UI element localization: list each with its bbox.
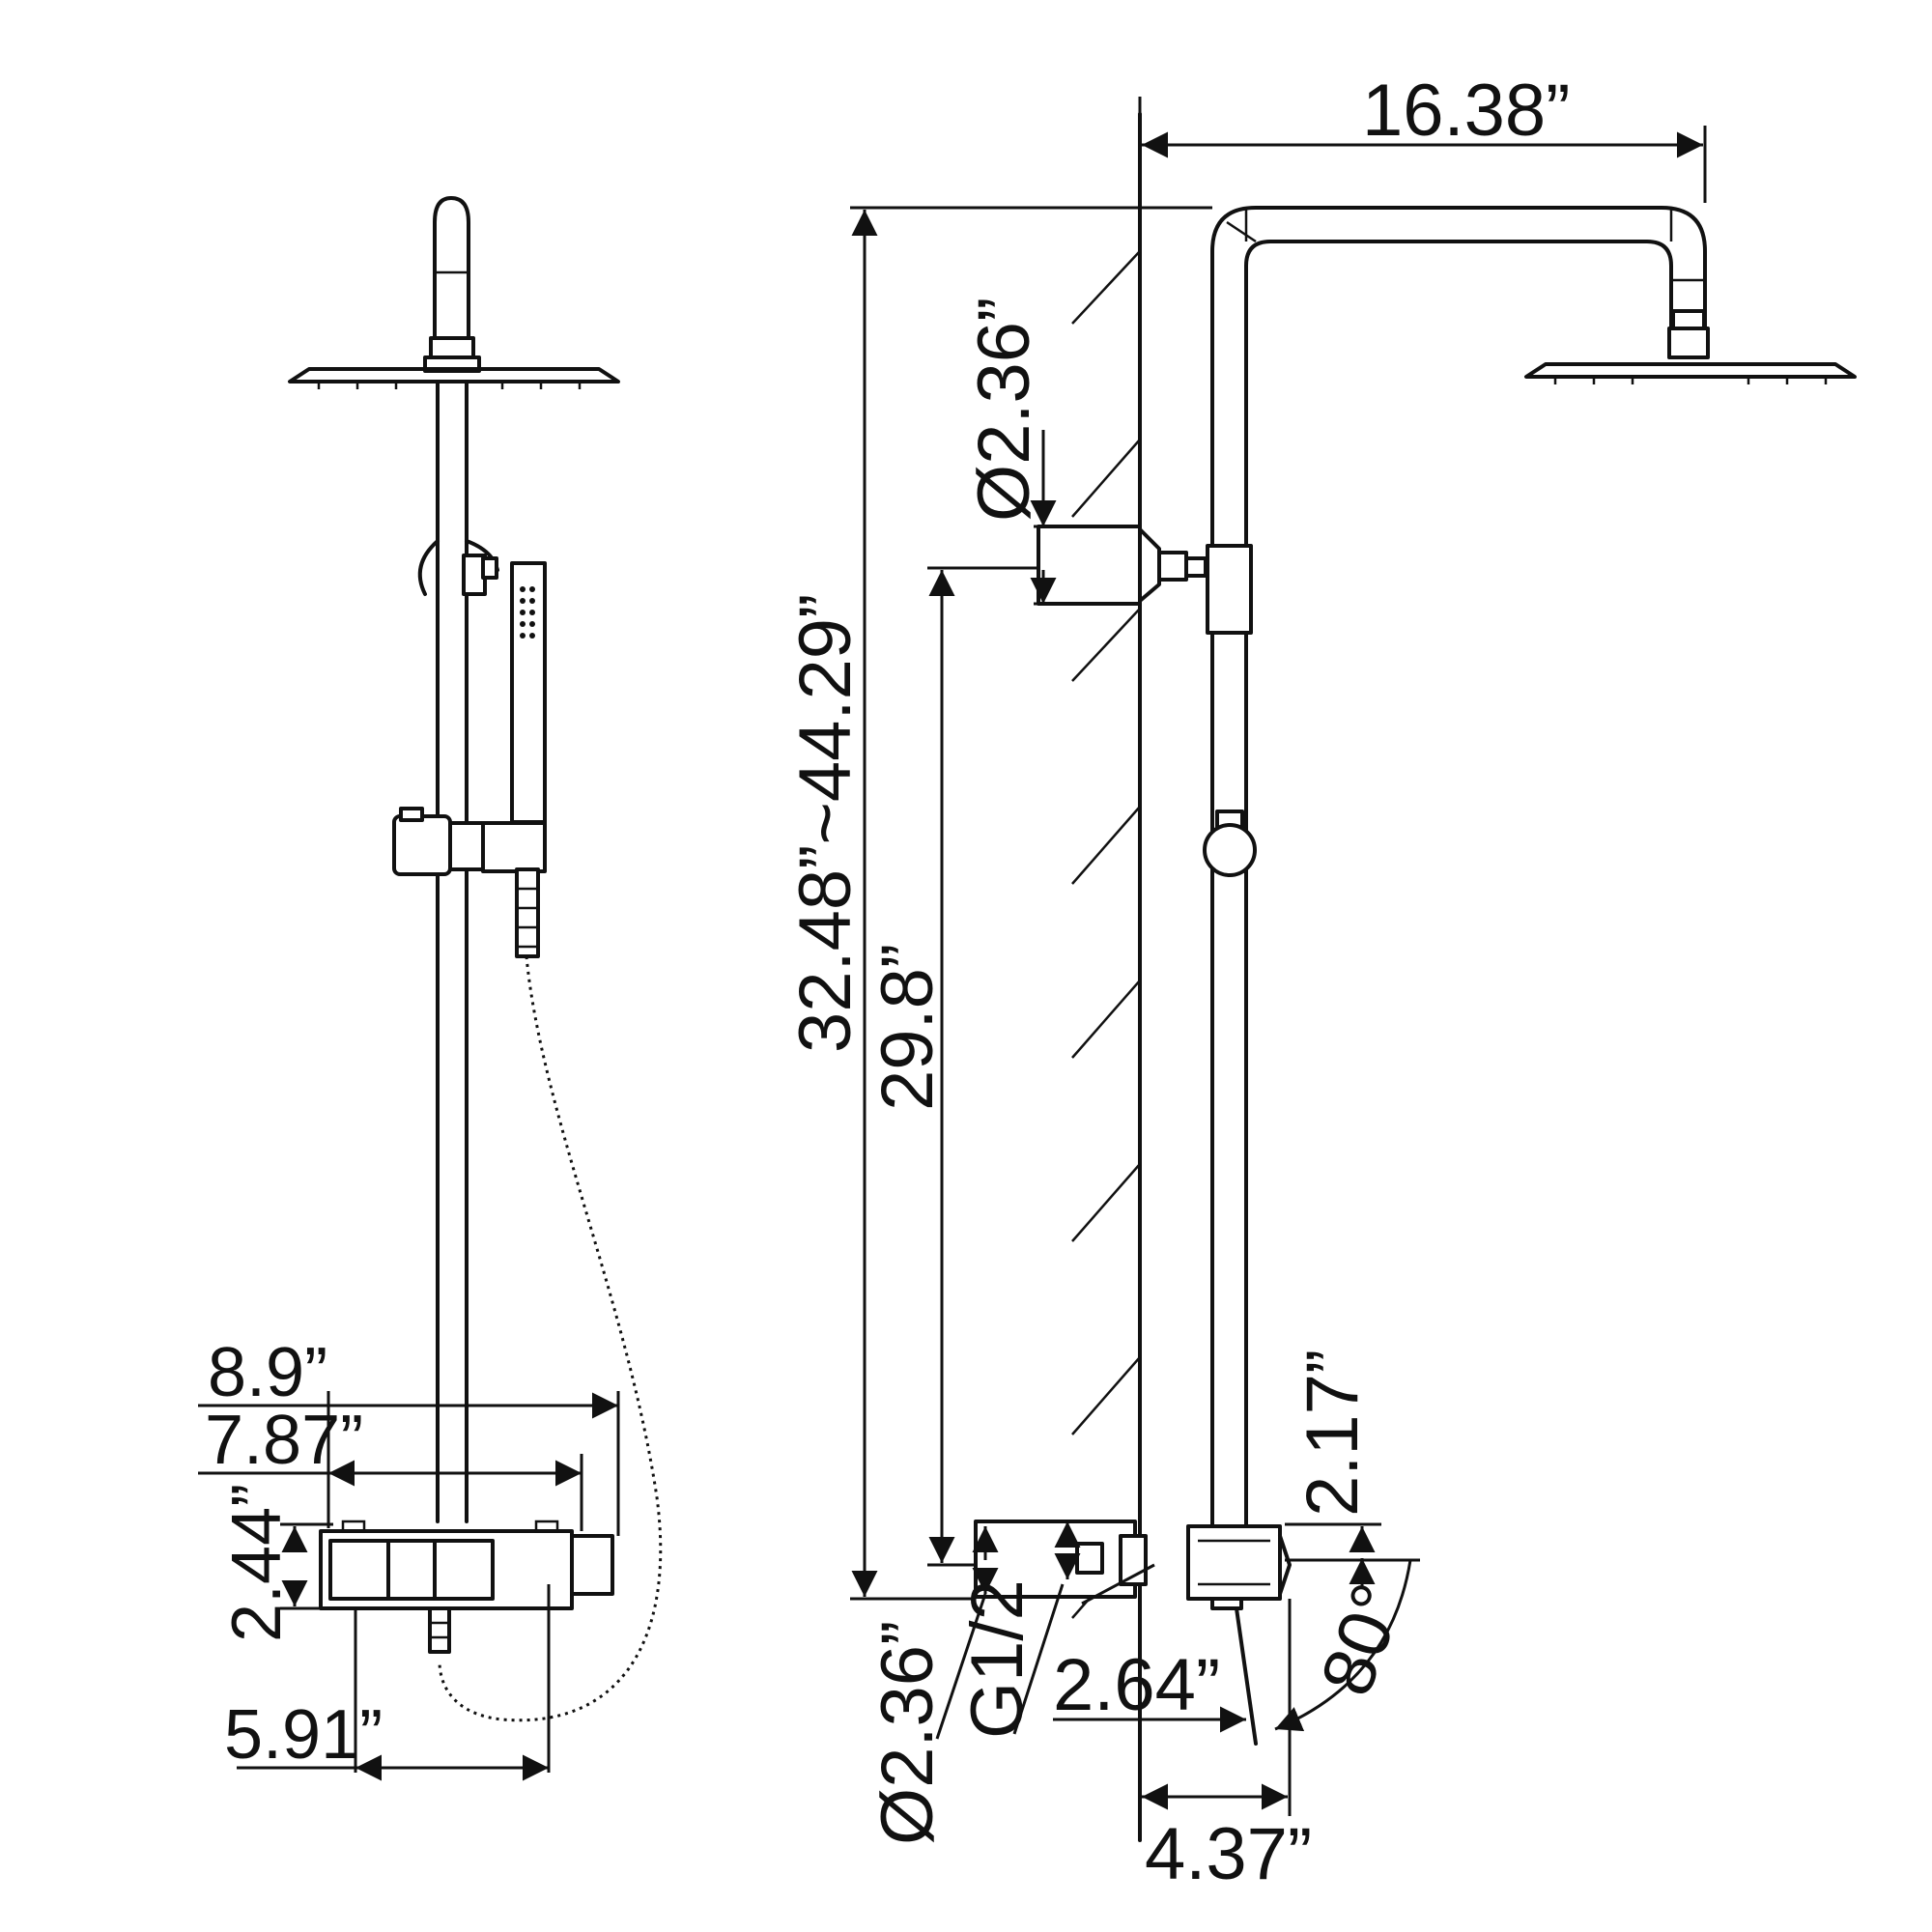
- dim-valve-depth: 2.44”: [218, 1484, 296, 1642]
- dim-arm-diameter-top: Ø2.36”: [963, 298, 1045, 522]
- dim-spout-width: 5.91”: [224, 1696, 383, 1774]
- hand-shower-nozzles-icon: [520, 586, 535, 639]
- dim-arm-diameter-bottom: Ø2.36”: [867, 1621, 949, 1845]
- dim-total-width: 8.9”: [208, 1334, 327, 1411]
- dim-inlet-thread: G1/2: [956, 1579, 1038, 1739]
- side-view: 16.38” 32.48”~44.29” 29.8” Ø2.36” Ø2.36”…: [784, 70, 1857, 1895]
- dim-valve-width: 7.87”: [205, 1402, 363, 1479]
- dim-height-range: 32.48”~44.29”: [784, 594, 867, 1053]
- dim-spout-offset: 2.64”: [1053, 1644, 1220, 1726]
- front-view: 8.9” 7.87” 2.44” 5.91”: [198, 196, 663, 1781]
- dim-slide-bar-length: 29.8”: [867, 944, 949, 1111]
- dim-wall-to-pipe: 4.37”: [1145, 1813, 1312, 1895]
- dim-valve-height: 2.17”: [1292, 1350, 1374, 1517]
- dim-overall-reach: 16.38”: [1362, 70, 1571, 152]
